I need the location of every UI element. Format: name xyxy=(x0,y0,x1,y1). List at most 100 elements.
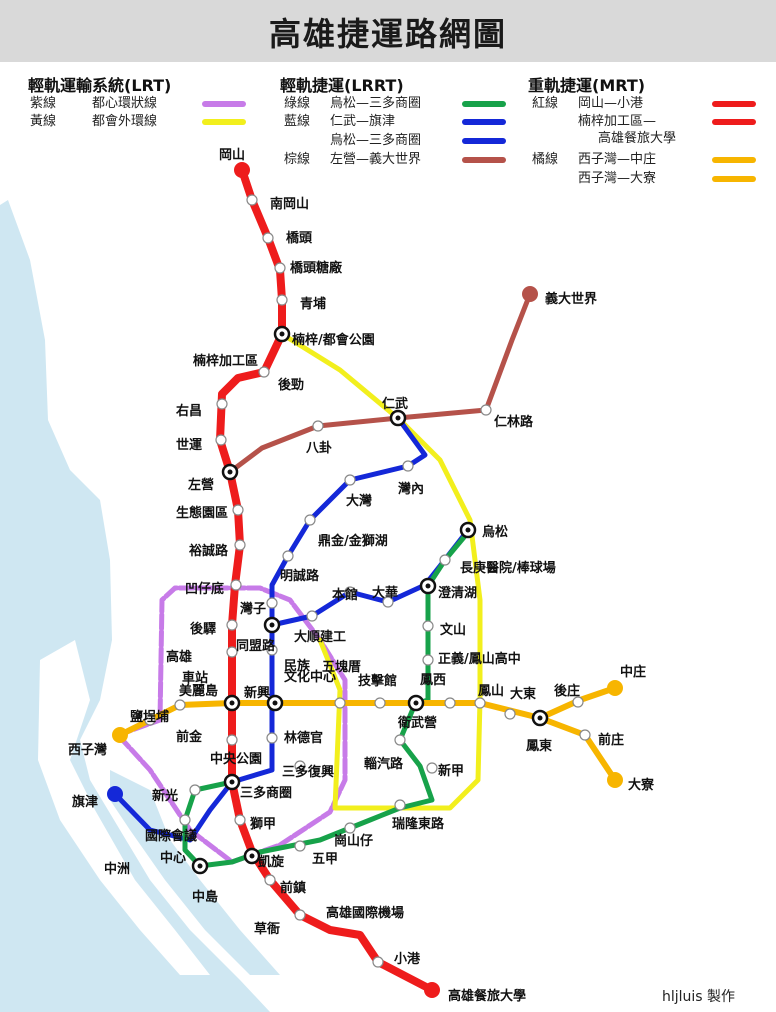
station-label: 橋頭糖廠 xyxy=(290,260,343,276)
station-marker xyxy=(282,550,294,562)
station-label: 三多商圈 xyxy=(240,785,292,801)
interchange-dot xyxy=(197,863,203,869)
station-marker xyxy=(579,729,591,741)
station-label: 灣內 xyxy=(398,481,424,497)
station-label: 義大世界 xyxy=(545,291,597,307)
station-label: 文山 xyxy=(440,622,466,638)
station-label: 楠梓/都會公園 xyxy=(291,332,375,348)
legend-route: 都心環狀線 xyxy=(92,96,158,111)
station-label: 崗山仔 xyxy=(334,833,373,849)
station-marker xyxy=(312,420,324,432)
legend-route: 岡山—小港 xyxy=(578,96,644,111)
station-marker xyxy=(215,434,227,446)
legend-line-name: 棕線 xyxy=(284,152,311,167)
purple-line xyxy=(115,585,348,865)
station-marker xyxy=(226,619,238,631)
interchange-dot xyxy=(413,700,419,706)
interchange-dot xyxy=(272,700,278,706)
legend-route: 楠梓加工區— xyxy=(578,114,657,129)
legend-blue-swatch xyxy=(462,119,506,125)
station-label: 灣子 xyxy=(240,601,266,617)
station-label: 鳳東 xyxy=(526,738,552,754)
legend-line-name: 黃線 xyxy=(30,114,57,129)
station-label: 草衙 xyxy=(254,921,280,937)
red-line xyxy=(216,166,436,994)
station-label: 前金 xyxy=(176,729,203,745)
station-label: 正義/鳳山高中 xyxy=(438,651,521,667)
legend-route: 西子灣—大寮 xyxy=(578,171,657,186)
station-label: 南岡山 xyxy=(270,196,309,212)
station-marker xyxy=(174,699,186,711)
station-label: 大順建工 xyxy=(294,629,346,645)
station-marker xyxy=(422,620,434,632)
legend-line-name: 藍線 xyxy=(284,114,311,129)
legend-route: 烏松—三多商圈 xyxy=(330,96,422,111)
station-label: 小港 xyxy=(394,951,421,967)
station-label: 五塊厝 xyxy=(322,659,361,675)
station-marker xyxy=(344,586,356,598)
blue-line xyxy=(112,622,275,843)
station-label: 後驛 xyxy=(190,621,216,637)
station-label: 仁武 xyxy=(382,396,408,412)
station-marker xyxy=(372,956,384,968)
station-label: 衛武營 xyxy=(397,715,437,731)
station-label: 文化中心 xyxy=(284,669,336,685)
station-marker xyxy=(344,822,356,834)
station-label: 大東 xyxy=(510,686,536,702)
station-label: 後庄 xyxy=(554,683,580,699)
station-label: 車站 xyxy=(182,670,208,686)
inner-harbor xyxy=(110,770,280,975)
station-label: 五甲 xyxy=(312,852,338,867)
station-marker xyxy=(226,646,238,658)
station-label: 仁林路 xyxy=(494,414,534,430)
station-label: 新甲 xyxy=(438,763,464,779)
legend-line-name: 綠線 xyxy=(284,96,311,111)
station-label: 高雄國際機場 xyxy=(326,905,404,921)
station-marker xyxy=(179,814,191,826)
station-marker xyxy=(294,760,306,772)
station-marker xyxy=(480,404,492,416)
interchange-dot xyxy=(269,622,275,628)
station-marker xyxy=(294,909,306,921)
station-label: 獅甲 xyxy=(249,816,276,832)
interchange-dot xyxy=(425,583,431,589)
station-label: 鳳山 xyxy=(478,683,504,699)
interchange-dot xyxy=(395,415,401,421)
legend-route: 烏松—三多商圈 xyxy=(330,133,422,148)
station-label: 國際會議 xyxy=(145,828,197,844)
station-label: 本館 xyxy=(332,587,358,603)
station-label: 大灣 xyxy=(346,493,372,509)
terminal-station-marker xyxy=(424,982,440,998)
legend-red-swatch xyxy=(712,119,756,125)
station-marker xyxy=(266,644,278,656)
legend-red-swatch xyxy=(712,101,756,107)
station-label: 民族 xyxy=(284,658,311,674)
interchange-dot xyxy=(229,700,235,706)
interchange-dot xyxy=(279,331,285,337)
station-marker xyxy=(382,596,394,608)
station-marker xyxy=(262,232,274,244)
harbor-islands xyxy=(38,640,210,975)
station-marker xyxy=(234,814,246,826)
station-label: 橋頭 xyxy=(286,230,313,246)
orange-line xyxy=(117,685,618,738)
station-label: 後勁 xyxy=(278,377,304,393)
legend-route: 都會外環線 xyxy=(92,114,158,129)
terminal-station-marker xyxy=(112,727,128,743)
station-label: 前庄 xyxy=(598,732,624,748)
legend-lrt-heading: 輕軌運輸系統(LRT) xyxy=(28,76,172,95)
legend-route: 高雄餐旅大學 xyxy=(598,131,677,146)
legend-route: 仁武—旗津 xyxy=(330,114,396,129)
station-marker xyxy=(394,799,406,811)
station-marker xyxy=(444,697,456,709)
station-label: 鹽埕埔 xyxy=(130,709,169,725)
station-marker xyxy=(234,539,246,551)
station-label: 中庄 xyxy=(620,664,646,680)
legend-green-swatch xyxy=(462,101,506,107)
station-label: 西子灣 xyxy=(68,742,107,758)
yellow-line xyxy=(279,331,483,811)
interchange-dot xyxy=(229,779,235,785)
station-label: 新光 xyxy=(152,788,178,804)
terminal-station-marker xyxy=(522,286,538,302)
